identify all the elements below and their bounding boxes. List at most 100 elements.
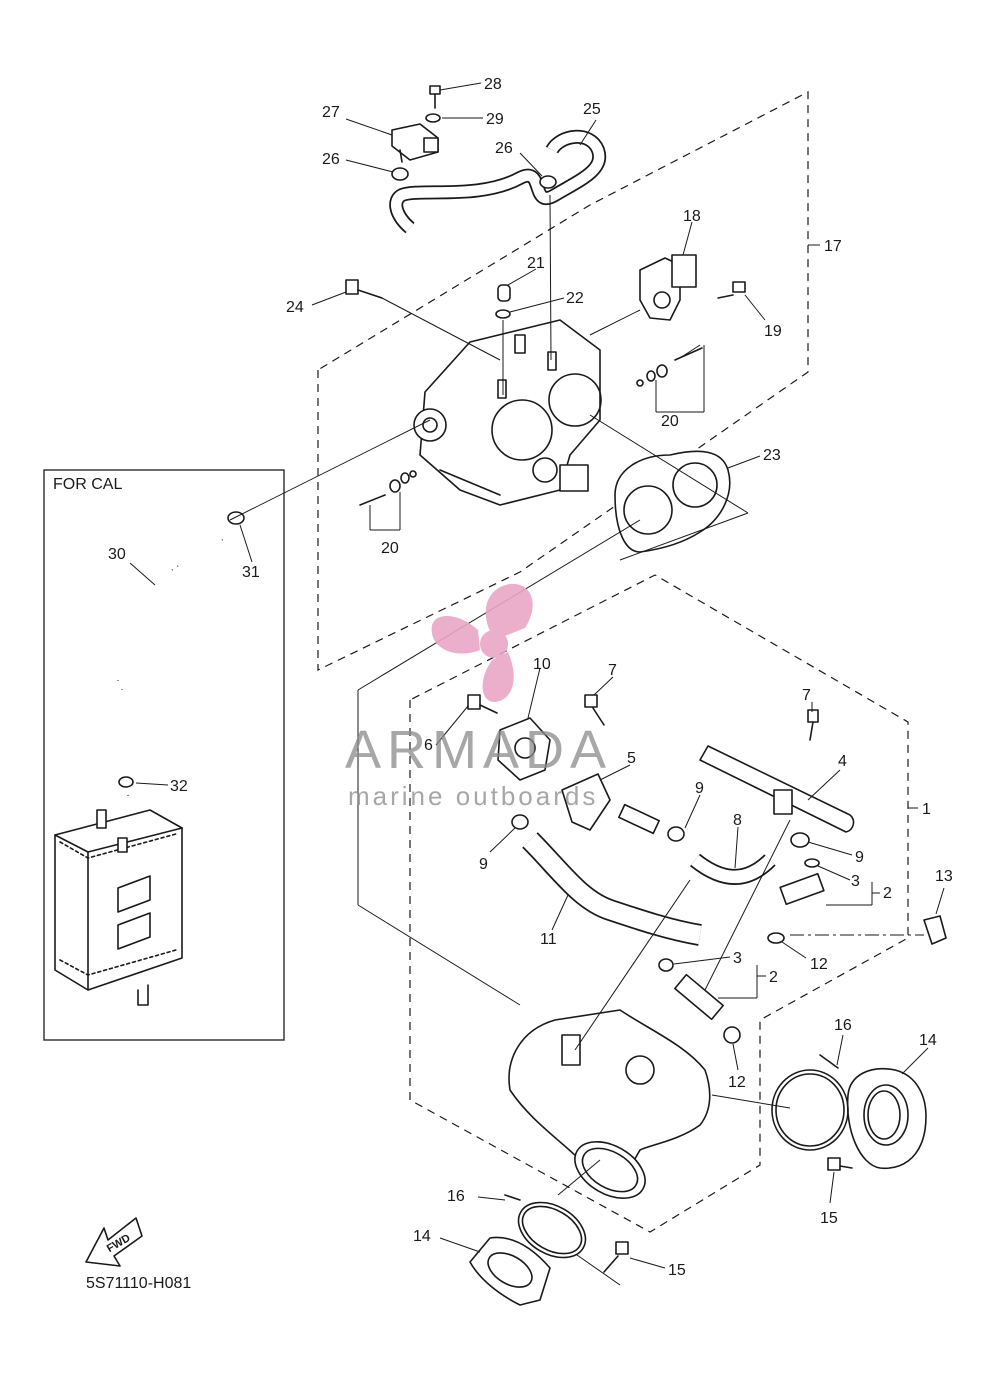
callout-3-lower: 3 (733, 950, 742, 967)
manifold (508, 1009, 711, 1199)
screw-19 (717, 281, 746, 299)
duct-14-left (469, 1236, 551, 1306)
callout-7-left: 7 (608, 662, 617, 679)
callout-23: 23 (763, 447, 781, 464)
cal-box-label: FOR CAL (53, 476, 122, 493)
oring-3-lower (658, 958, 674, 972)
clip-9-mid (667, 826, 685, 842)
callout-5: 5 (627, 750, 636, 767)
clamp-16-right (771, 1054, 849, 1151)
hose-25 (389, 129, 607, 234)
callout-3-upper: 3 (851, 873, 860, 890)
hose-11 (522, 832, 702, 946)
bracket-13 (923, 915, 947, 945)
propeller-logo-icon (431, 583, 533, 702)
callout-30: 30 (108, 546, 126, 563)
hose-8 (690, 853, 776, 885)
callout-20-left: 20 (381, 540, 399, 557)
cap-21 (497, 284, 511, 302)
assembly-outline-1 (409, 574, 909, 1233)
propeller-blade-left (431, 615, 480, 654)
callout-15-left: 15 (668, 1262, 686, 1279)
propeller-blade-right (482, 652, 514, 702)
callout-2-upper: 2 (883, 885, 892, 902)
clip-22 (495, 309, 511, 319)
callout-8: 8 (733, 812, 742, 829)
watermark-brand: ARMADA (345, 720, 612, 780)
injector-2-upper (779, 872, 825, 906)
clip-9-right (790, 832, 810, 848)
leader-lines (129, 82, 945, 1286)
hose-30 (112, 536, 224, 797)
cal-box: FOR CAL (43, 469, 285, 1041)
propeller-blade-top (485, 583, 533, 640)
callout-12-upper: 12 (810, 956, 828, 973)
clip-32 (118, 776, 134, 788)
sensor-18 (639, 254, 697, 321)
callout-24: 24 (286, 299, 304, 316)
catalog-code: 5S71110-H081 (86, 1275, 191, 1292)
washer-29 (425, 113, 441, 123)
oring-3-upper (804, 858, 820, 868)
fitting-5 (561, 773, 660, 835)
callout-19: 19 (764, 323, 782, 340)
callout-17: 17 (824, 238, 842, 255)
callout-9-left: 9 (479, 856, 488, 873)
regulator-10 (497, 717, 551, 781)
callout-16-right: 16 (834, 1017, 852, 1034)
callout-10: 10 (533, 656, 551, 673)
bolt-6 (467, 694, 498, 714)
assembly-outline-17 (317, 91, 809, 671)
callout-9-right: 9 (855, 849, 864, 866)
callout-22: 22 (566, 290, 584, 307)
screw-set-20-right (636, 347, 703, 387)
callout-7-right: 7 (802, 687, 811, 704)
screw-15-left (603, 1241, 629, 1273)
callout-16-left: 16 (447, 1188, 465, 1205)
oring-12-lower (723, 1026, 741, 1044)
gasket-23 (614, 450, 731, 553)
callout-13: 13 (935, 868, 953, 885)
callout-9-mid: 9 (695, 780, 704, 797)
callout-25: 25 (583, 101, 601, 118)
callout-32: 32 (170, 778, 188, 795)
callout-2-lower: 2 (769, 969, 778, 986)
callout-14-left: 14 (413, 1228, 431, 1245)
callout-18: 18 (683, 208, 701, 225)
callout-12-lower: 12 (728, 1074, 746, 1091)
projection-lines (229, 194, 791, 1051)
throttle-body (413, 319, 602, 506)
clip-26-right (539, 175, 557, 189)
callout-14-right: 14 (919, 1032, 937, 1049)
callout-29: 29 (486, 111, 504, 128)
callout-28: 28 (484, 76, 502, 93)
clip-9-left (511, 814, 529, 830)
sensor-27 (391, 123, 439, 163)
fuel-rail-4 (699, 745, 855, 833)
callout-26-right: 26 (495, 140, 513, 157)
callout-21: 21 (527, 255, 545, 272)
watermark: ARMADA marine outboards (345, 583, 612, 811)
bolt-28 (429, 85, 441, 109)
screw-24 (345, 279, 383, 299)
bolt-7-right (807, 709, 819, 741)
callout-31: 31 (242, 564, 260, 581)
clamp-16-left (504, 1194, 587, 1259)
callout-27: 27 (322, 104, 340, 121)
screw-set-20-left (359, 470, 417, 506)
oring-12-upper (767, 932, 785, 944)
screw-15-right (827, 1157, 853, 1171)
injector-2-lower (674, 973, 724, 1021)
callout-15-right: 15 (820, 1210, 838, 1227)
fwd-arrow-icon: FWD (85, 1217, 143, 1267)
duct-14-right (846, 1068, 927, 1170)
callout-6: 6 (424, 737, 433, 754)
callout-4: 4 (838, 753, 847, 770)
propeller-hub (480, 630, 508, 658)
callout-1: 1 (922, 801, 931, 818)
bolt-7-left (584, 694, 605, 726)
callout-20-right: 20 (661, 413, 679, 430)
callouts: 1 2 2 3 3 4 5 6 7 7 8 9 9 9 10 11 12 12 … (108, 76, 953, 1279)
canister-32-assembly (54, 809, 183, 1006)
